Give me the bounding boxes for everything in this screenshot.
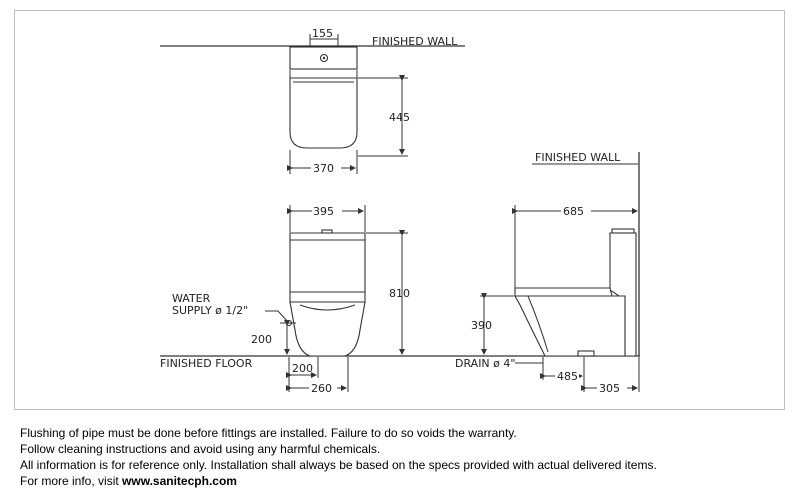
bowl-front-view (289, 301, 366, 357)
tank-front-view (289, 239, 366, 293)
note-line: Flushing of pipe must be done before fit… (20, 426, 517, 440)
finished-wall-top-label: FINISHED WALL (372, 35, 458, 48)
more-info-prefix: For more info, visit (20, 474, 123, 488)
dim-260-label: 260 (311, 382, 332, 395)
dim-370-label: 370 (313, 162, 334, 175)
dim-390-label: 390 (471, 319, 492, 332)
water-supply-leader (265, 310, 289, 323)
dim-685-label: 685 (563, 205, 584, 218)
note-line: All information is for reference only. I… (20, 458, 657, 472)
seat-side-view (514, 287, 613, 297)
dim-305-label: 305 (599, 382, 620, 395)
bowl-side-view (514, 295, 626, 357)
dim-485-label: 485 (557, 370, 578, 383)
website-link[interactable]: www.sanitecph.com (122, 474, 237, 488)
notes-block: Flushing of pipe must be done before fit… (20, 425, 790, 489)
finished-wall-side-label: FINISHED WALL (535, 151, 621, 164)
dim-200-horizontal-label: 200 (292, 362, 313, 375)
dim-155-label: 155 (312, 27, 333, 40)
seat-front-view (289, 291, 366, 303)
side-view: FINISHED WALL 685 390 DRAIN ø 4" 485 (455, 151, 640, 395)
finished-floor-label: FINISHED FLOOR (160, 357, 253, 370)
water-supply-label-line2: SUPPLY ø 1/2" (172, 304, 248, 317)
drain-label: DRAIN ø 4" (455, 357, 515, 370)
more-info-line: For more info, visit www.sanitecph.com (20, 473, 790, 489)
dim-445-label: 445 (389, 111, 410, 124)
dim-810-label: 810 (389, 287, 410, 300)
top-view: FINISHED WALL 155 445 370 (160, 27, 465, 175)
dim-395-label: 395 (313, 205, 334, 218)
note-line: Follow cleaning instructions and avoid u… (20, 442, 381, 456)
seat-top-view (289, 77, 358, 149)
drain-outlet (577, 350, 595, 357)
dim-200-vertical-label: 200 (251, 333, 272, 346)
tank-lid-front (289, 232, 366, 241)
water-supply-label-line1: WATER (172, 292, 211, 305)
